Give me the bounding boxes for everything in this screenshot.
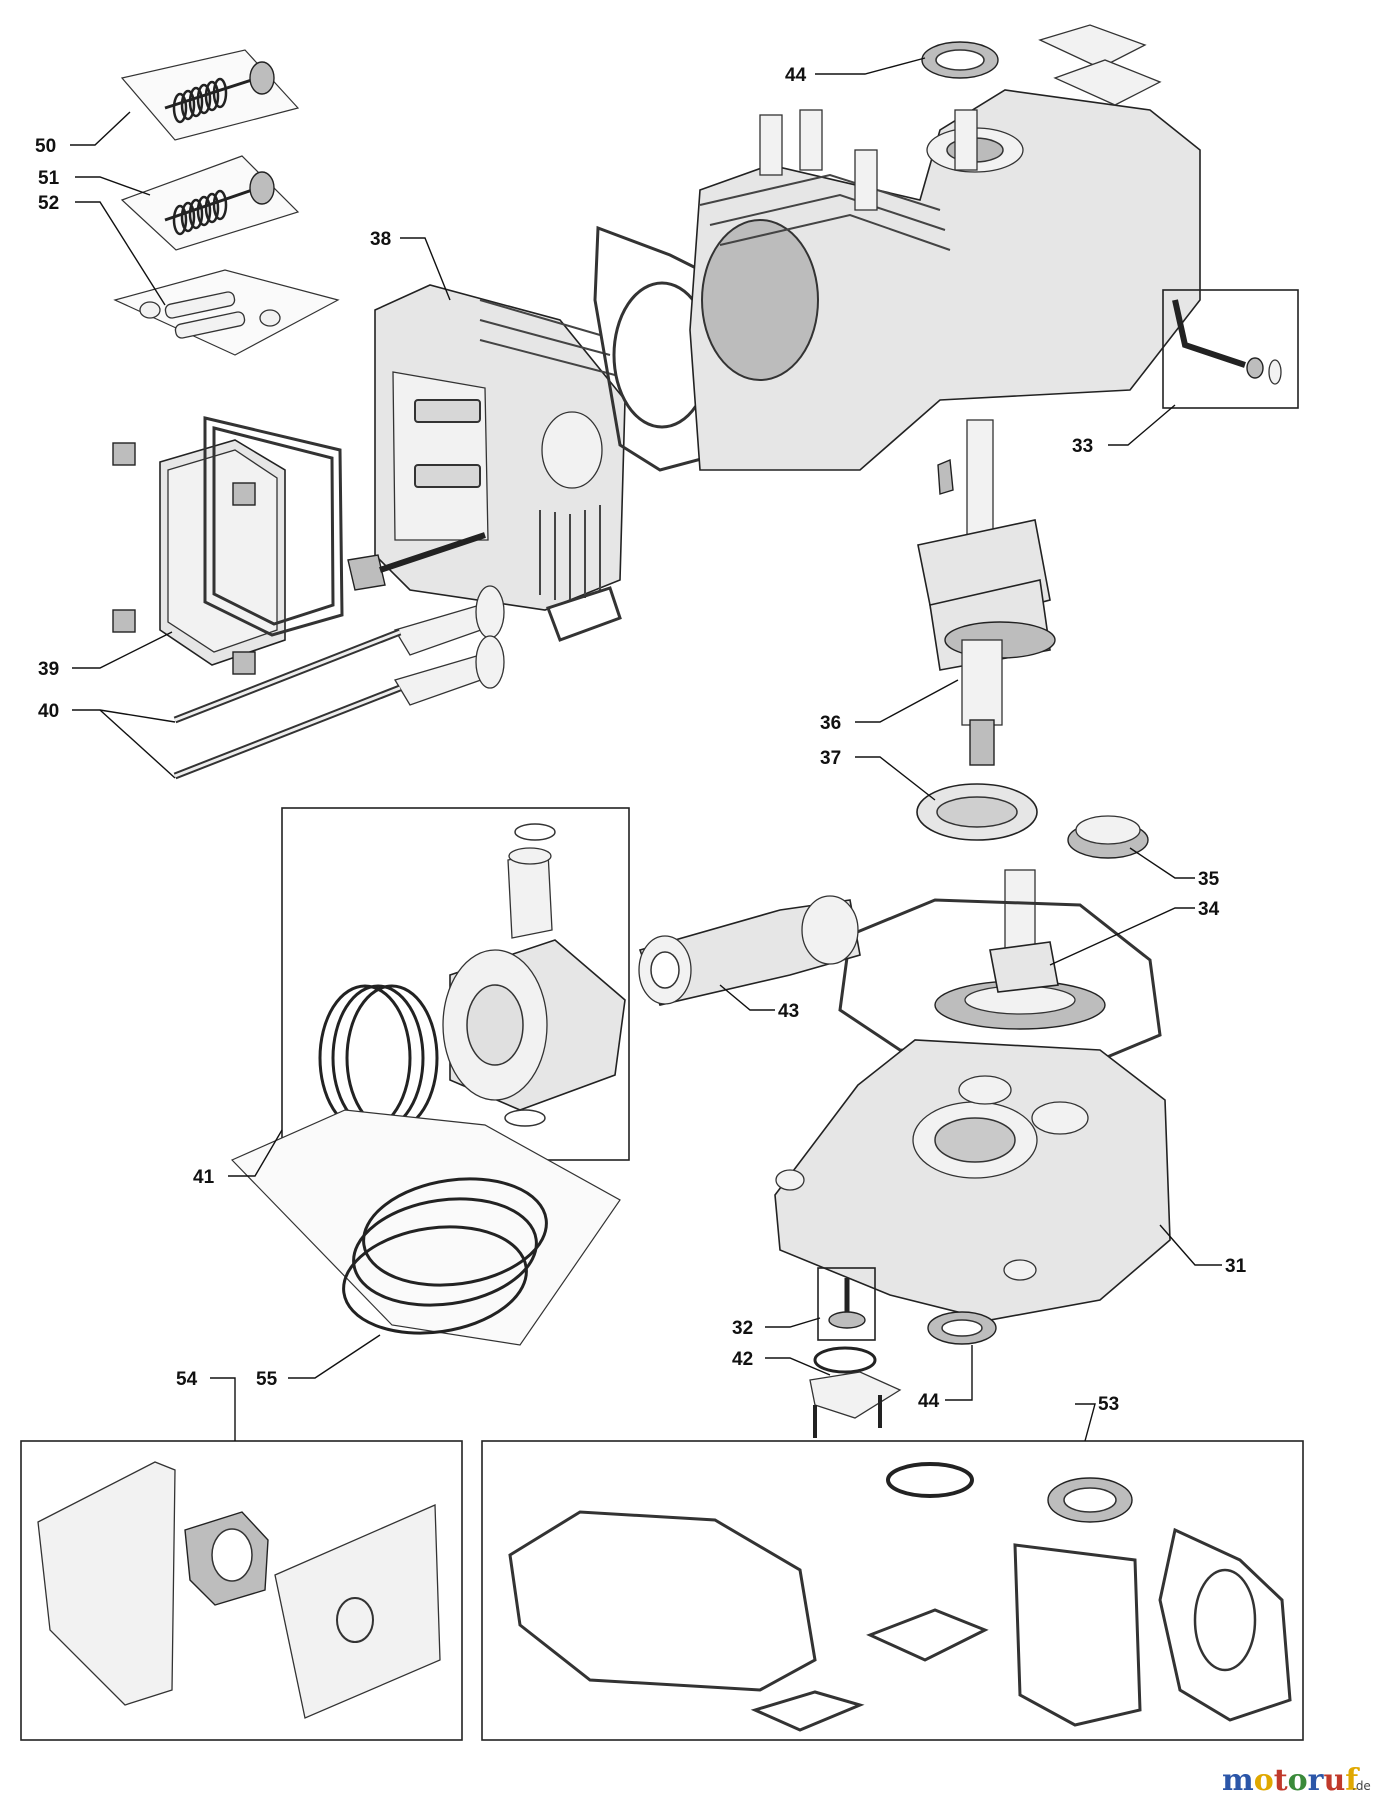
governor-link-box (1162, 289, 1299, 409)
callout-42: 42 (732, 1349, 753, 1370)
camshaft (934, 869, 1106, 1030)
callout-39: 39 (38, 659, 59, 680)
oil-seal-top (921, 41, 999, 79)
callout-50: 50 (35, 136, 56, 157)
exhaust-gasket-small (546, 586, 622, 642)
callout-34: 34 (1198, 899, 1220, 920)
crankshaft (917, 419, 1056, 766)
callout-32: 32 (732, 1318, 753, 1339)
callout-52: 52 (38, 193, 59, 214)
cylinder-block (689, 89, 1201, 471)
governor-gear (1067, 815, 1149, 859)
callout-44-bottom: 44 (918, 1391, 940, 1412)
cylinder-head (374, 284, 626, 611)
valve-cover (112, 439, 286, 675)
callout-55: 55 (256, 1369, 278, 1390)
crank-key (937, 458, 954, 495)
valve-exhaust-bag (120, 155, 300, 251)
valve-cover-gasket (203, 416, 344, 637)
callout-31: 31 (1225, 1256, 1247, 1277)
piston-assembly-box (281, 807, 630, 1161)
piston-ring-set-bag (230, 1109, 621, 1346)
gasket-set-box (481, 1440, 1304, 1741)
callout-54: 54 (176, 1369, 198, 1390)
governor-shaft-box (817, 1267, 876, 1341)
svg-text:.de: .de (1352, 1779, 1371, 1793)
heat-shield-kit-box (20, 1440, 463, 1741)
watermark-logo: motoruf .de (1222, 1763, 1371, 1798)
callout-41: 41 (193, 1167, 215, 1188)
callout-38: 38 (370, 229, 391, 250)
callout-40: 40 (38, 701, 59, 722)
valve-intake-bag (120, 49, 300, 141)
svg-text:motoruf: motoruf (1222, 1763, 1360, 1798)
crankcase-cover-gasket (838, 898, 1162, 1062)
callout-35: 35 (1198, 869, 1220, 890)
rocker-arm-bag (113, 269, 340, 356)
head-bolt-and-pushrod-tubes (347, 532, 505, 706)
main-bearing (916, 783, 1038, 841)
callout-44-top: 44 (785, 65, 807, 86)
callout-36: 36 (820, 713, 841, 734)
callout-43: 43 (778, 1001, 799, 1022)
leader-lines (70, 57, 1222, 1442)
callout-51: 51 (38, 168, 60, 189)
oil-seal-bottom (927, 1311, 997, 1345)
cover-plate (809, 1346, 902, 1438)
callout-53: 53 (1098, 1394, 1119, 1415)
callout-33: 33 (1072, 436, 1093, 457)
crankcase-cover (774, 1039, 1171, 1321)
callout-37: 37 (820, 748, 841, 769)
connecting-rod (638, 895, 861, 1006)
breather-cover-plates (1038, 24, 1162, 106)
callout-numbers: 50 51 52 38 39 40 44 33 36 37 35 34 43 4… (35, 65, 1247, 1415)
pushrods (173, 628, 402, 780)
